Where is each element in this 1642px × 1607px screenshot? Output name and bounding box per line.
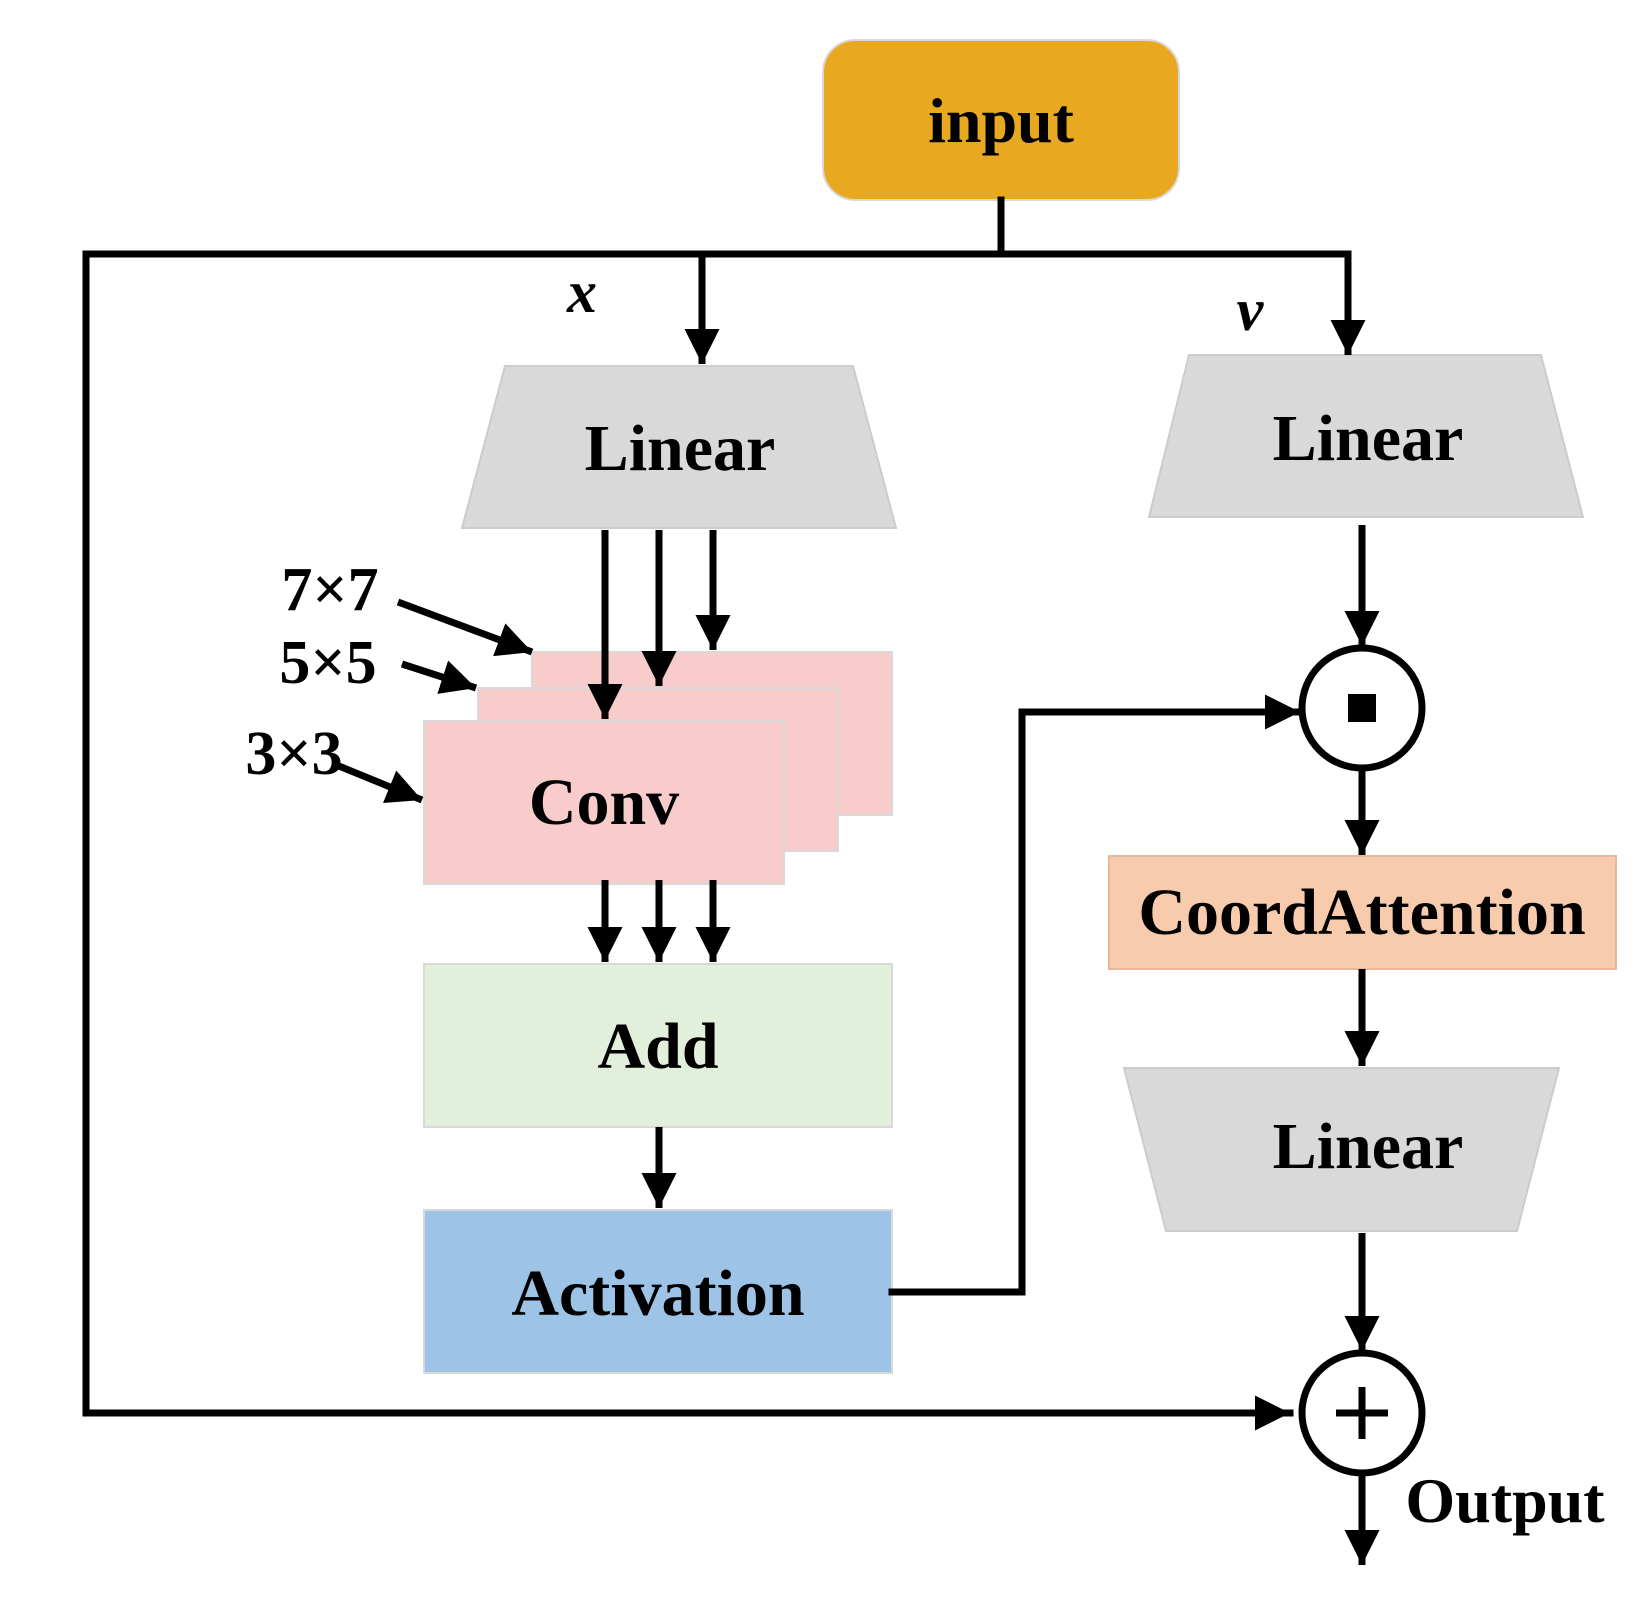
coord-attention-node: CoordAttention — [1108, 855, 1617, 970]
add-node: Add — [423, 963, 893, 1128]
kernel-size-3x3: 3×3 — [245, 720, 342, 788]
activation-label: Activation — [511, 1257, 804, 1330]
kernel-size-5x5: 5×5 — [279, 629, 376, 697]
output-label: Output — [1405, 1465, 1605, 1536]
linear-v-node: Linear — [1147, 354, 1585, 518]
connections — [82, 196, 1380, 1565]
multiply-dot-icon — [1298, 644, 1426, 772]
branch-label-x: x — [566, 259, 597, 325]
conv-label: Conv — [529, 766, 679, 839]
linear-out-node: Linear — [1122, 1067, 1561, 1232]
conv-stack: Conv — [423, 651, 893, 885]
linear-out-label: Linear — [1273, 1110, 1464, 1183]
input-label: input — [928, 85, 1075, 156]
activation-node: Activation — [423, 1209, 893, 1374]
branch-label-v: v — [1237, 277, 1265, 343]
linear-v-label: Linear — [1273, 402, 1464, 475]
kernel-size-7x7: 7×7 — [281, 556, 378, 624]
plus-icon — [1298, 1349, 1426, 1477]
input-node: input — [822, 39, 1180, 201]
linear-x-node: Linear — [460, 365, 898, 529]
add-label: Add — [597, 1010, 718, 1083]
coord-attention-label: CoordAttention — [1138, 876, 1585, 949]
conv-layer-3x3 — [423, 720, 785, 885]
linear-x-label: Linear — [585, 412, 776, 485]
